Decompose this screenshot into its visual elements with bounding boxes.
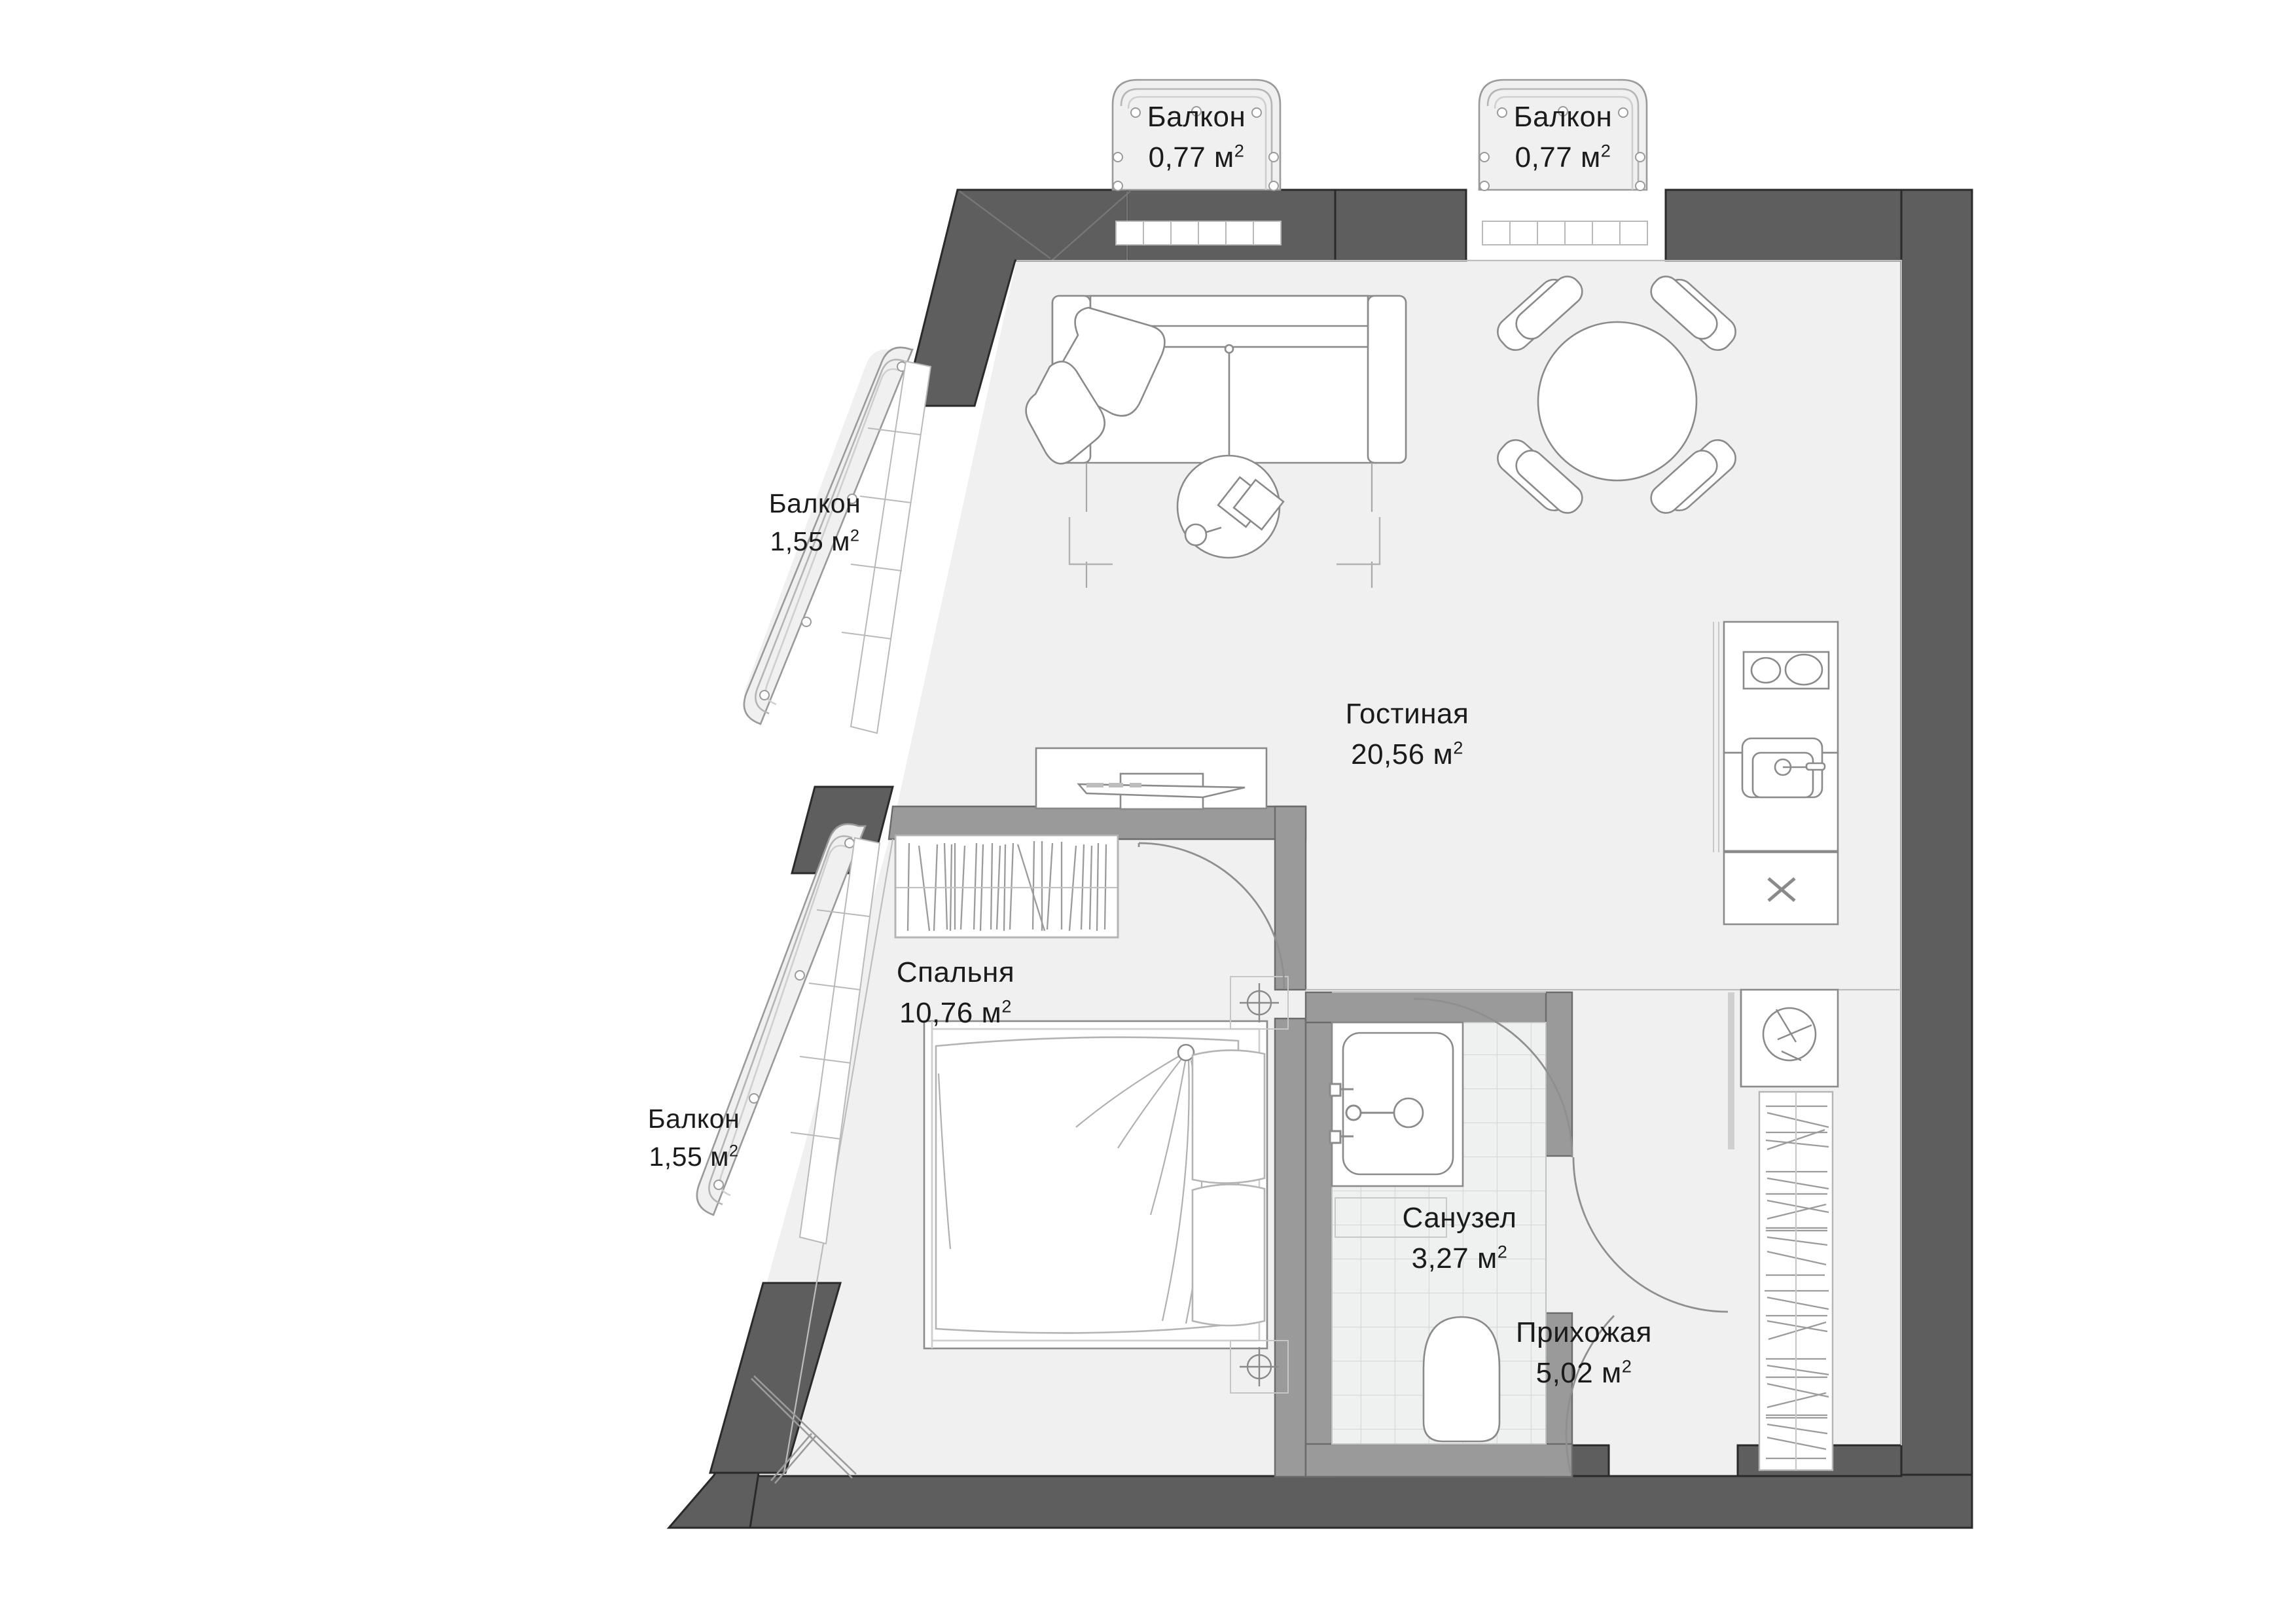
living-room-furniture: [1025, 276, 1839, 1088]
round-table-icon: [1537, 321, 1698, 482]
balconies: [696, 79, 1648, 1245]
hallway-wardrobe: [1758, 1091, 1834, 1471]
wall-right-exterior: [1900, 189, 1973, 1477]
washing-machine-icon: [1740, 988, 1839, 1088]
toilet-icon: [1422, 1316, 1501, 1443]
wall-bathroom-top: [1304, 991, 1572, 1024]
wall-bedroom-top: [888, 805, 1307, 840]
door-swing-icon: [1565, 1315, 1615, 1475]
wall-bathroom-left: [1304, 1017, 1333, 1478]
balcony-top-right: [1478, 79, 1648, 245]
chair-icon: [1497, 439, 1583, 514]
round-table-icon: [1176, 454, 1285, 559]
wall-bedroom-right-lower: [1274, 1017, 1307, 1478]
window-icon: [1115, 221, 1282, 245]
wall-bedroom-right: [1274, 805, 1307, 991]
cushion-icon: [1025, 306, 1166, 465]
window-icon: [1482, 221, 1648, 245]
kitchen-units: [1713, 621, 1839, 926]
tv-console-icon: [1035, 747, 1268, 810]
wall-top-segment-c: [1664, 189, 1903, 262]
balcony-low-left: [696, 823, 881, 1245]
sink-icon: [1741, 737, 1826, 799]
wall-top-segment-b: [1334, 189, 1467, 262]
chair-icon: [1650, 439, 1736, 514]
structural-walls: [666, 189, 1973, 1529]
door-swing-bathroom: [1572, 1157, 1729, 1313]
sofa-icon: [1025, 295, 1407, 588]
dishwasher-x-icon: [1767, 877, 1796, 902]
dining-set: [1497, 276, 1736, 514]
cooktop-icon: [1742, 651, 1830, 690]
washbasin-icon: [1329, 1021, 1464, 1187]
wall-bottom-exterior: [666, 1473, 1973, 1529]
wall-bathroom-bottom: [1304, 1443, 1573, 1478]
window-icon: [841, 360, 932, 734]
bed-icon: [923, 1020, 1268, 1350]
partition-walls: [888, 805, 1734, 1478]
door-swing-icon: [1138, 842, 1285, 989]
balcony-mid-left: [743, 346, 932, 734]
pillow-icon: [1191, 1049, 1266, 1327]
chair-icon: [1497, 276, 1583, 352]
shower-icon: [1335, 1197, 1447, 1238]
drying-rack-icon: [751, 1375, 857, 1484]
chair-icon: [1650, 276, 1736, 352]
window-icon: [790, 837, 881, 1245]
wall-kitchen-pier: [1728, 992, 1734, 1149]
wardrobe-icon: [894, 834, 1119, 939]
balcony-top-left: [1111, 79, 1282, 245]
door-swing-icon: [1413, 998, 1573, 1158]
bathroom-area: [1329, 1021, 1547, 1445]
wall-bathroom-right-upper: [1545, 991, 1573, 1157]
rug-corner-marks: [1068, 517, 1381, 566]
outlet-icon: [1240, 983, 1279, 1386]
bedroom-furniture: [751, 834, 1289, 1484]
doors: [1138, 842, 1729, 1475]
